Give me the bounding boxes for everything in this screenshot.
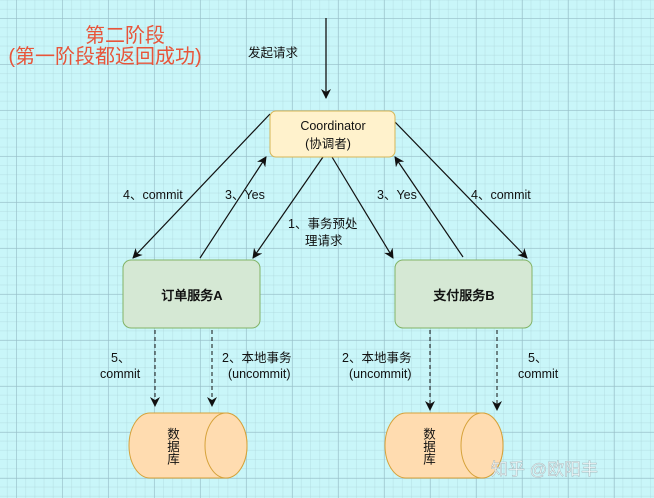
- label-a-local-2: (uncommit): [228, 367, 291, 381]
- label-a-commit-2: commit: [100, 367, 141, 381]
- arrow-commit-b: [394, 121, 528, 259]
- label-prepare-2: 理请求: [305, 234, 343, 248]
- coordinator-node[interactable]: Coordinator (协调者): [269, 110, 396, 158]
- service-a-label: 订单服务A: [161, 288, 223, 303]
- label-b-local-1: 2、本地事务: [342, 350, 411, 365]
- label-commit-a: 4、commit: [123, 188, 183, 202]
- label-a-local-1: 2、本地事务: [222, 350, 291, 365]
- arrow-commit-a: [132, 113, 271, 259]
- label-yes-a: 3、Yes: [225, 188, 265, 202]
- title-line2: (第一阶段都返回成功): [8, 45, 201, 68]
- coordinator-label: Coordinator: [300, 119, 365, 133]
- database-a[interactable]: 数据库: [128, 412, 248, 479]
- label-b-local-2: (uncommit): [349, 367, 412, 381]
- label-prepare-1: 1、事务预处: [288, 216, 358, 231]
- database-b[interactable]: 数据库: [384, 412, 504, 479]
- label-a-commit-1: 5、: [111, 351, 130, 365]
- label-commit-b: 4、commit: [471, 188, 531, 202]
- service-a-node[interactable]: 订单服务A: [122, 259, 261, 329]
- request-label: 发起请求: [248, 45, 299, 60]
- arrow-yes-b: [394, 156, 464, 258]
- coordinator-sublabel: (协调者): [305, 136, 351, 151]
- arrow-yes-a: [199, 156, 267, 259]
- label-yes-b: 3、Yes: [377, 188, 417, 202]
- database-a-label: 数据库: [165, 426, 179, 465]
- service-b-node[interactable]: 支付服务B: [394, 259, 533, 329]
- database-b-label: 数据库: [421, 426, 435, 465]
- label-b-commit-1: 5、: [528, 351, 547, 365]
- label-b-commit-2: commit: [518, 367, 559, 381]
- arrow-prepare-a: [252, 156, 324, 259]
- arrow-prepare-b: [331, 156, 394, 259]
- service-b-label: 支付服务B: [432, 288, 494, 303]
- title-line1: 第二阶段: [85, 24, 165, 47]
- watermark: 知乎 @欧阳丰: [491, 460, 598, 479]
